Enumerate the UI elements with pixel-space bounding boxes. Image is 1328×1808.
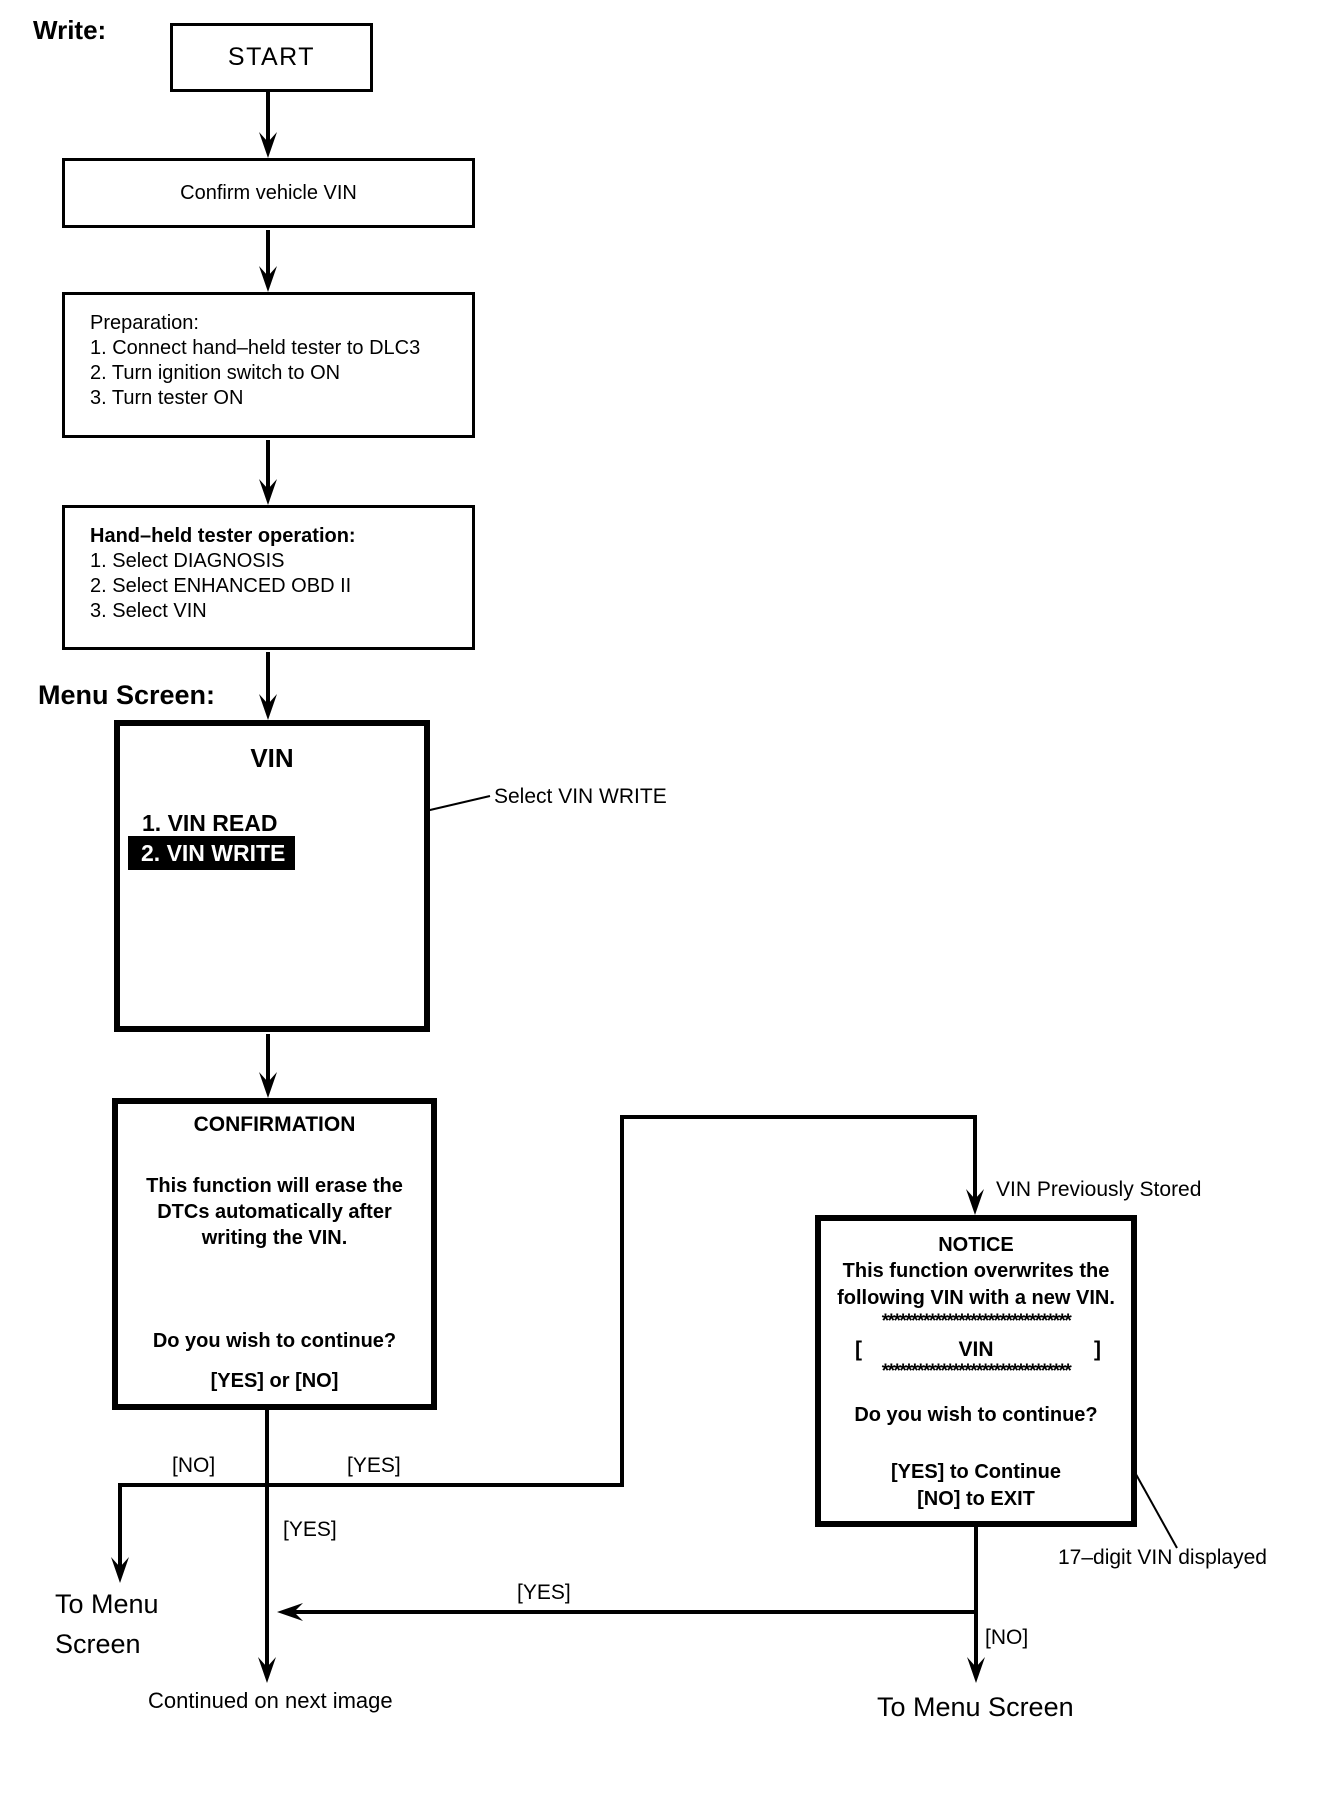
notice-yes-option: [YES] to Continue <box>891 1461 1061 1483</box>
notice-screen: NOTICE This function overwrites the foll… <box>815 1215 1137 1527</box>
notice-body-line: This function overwrites the <box>842 1260 1110 1282</box>
confirmation-options: [YES] or [NO] <box>210 1370 339 1392</box>
confirmation-screen: CONFIRMATION This function will erase th… <box>112 1098 437 1410</box>
menu-screen-section-label: Menu Screen: <box>38 680 216 710</box>
preparation-step: 3. Turn tester ON <box>90 387 244 409</box>
vin-bracket-open: [ <box>855 1338 862 1361</box>
edge-preparation-to-tester <box>259 440 277 505</box>
edge-label-no-right: [NO] <box>985 1626 1029 1649</box>
menu-item-vin-read: 1. VIN READ <box>142 810 278 836</box>
vin-menu-screen: VIN 1. VIN READ 2. VIN WRITE <box>114 720 430 1032</box>
arrow-down-icon <box>258 1657 276 1683</box>
vin-bracket-close: ] <box>1094 1338 1101 1361</box>
to-menu-screen-right-label: To Menu Screen <box>877 1692 1074 1722</box>
notice-no-option: [NO] to EXIT <box>917 1488 1035 1510</box>
tester-operation-title: Hand–held tester operation: <box>90 525 356 547</box>
confirmation-body-line: DTCs automatically after <box>157 1201 392 1223</box>
to-menu-screen-left-line1: To Menu <box>55 1589 159 1619</box>
edge-label-no: [NO] <box>172 1454 216 1477</box>
arrow-down-icon <box>259 694 277 720</box>
arrow-left-icon <box>277 1603 303 1621</box>
edge-confirm-to-preparation <box>259 230 277 292</box>
tester-operation-step: 1. Select DIAGNOSIS <box>90 550 285 572</box>
arrow-down-icon <box>111 1557 129 1583</box>
confirmation-title: CONFIRMATION <box>193 1113 356 1136</box>
edge-notice-yes-return <box>277 1603 976 1621</box>
edge-start-to-confirm <box>259 92 277 158</box>
notice-divider-bottom: ******************************** <box>881 1361 1072 1382</box>
confirmation-question: Do you wish to continue? <box>152 1330 397 1352</box>
confirmation-body-line: This function will erase the <box>146 1175 403 1197</box>
edge-label-yes-center: [YES] <box>283 1518 337 1541</box>
select-vin-write-annotation: Select VIN WRITE <box>494 785 667 808</box>
confirmation-body-line: writing the VIN. <box>201 1227 348 1249</box>
preparation-step: 1. Connect hand–held tester to DLC3 <box>90 337 421 359</box>
preparation-node: Preparation: 1. Connect hand–held tester… <box>62 292 475 438</box>
edge-notice-no-exit <box>967 1527 985 1683</box>
arrow-down-icon <box>259 132 277 158</box>
arrow-down-icon <box>259 479 277 505</box>
write-section-label: Write: <box>33 15 107 45</box>
arrow-down-icon <box>966 1189 984 1215</box>
notice-body-line: following VIN with a new VIN. <box>837 1287 1115 1309</box>
preparation-step: 2. Turn ignition switch to ON <box>90 362 341 384</box>
tester-operation-step: 3. Select VIN <box>90 600 207 622</box>
edge-label-yes: [YES] <box>347 1454 401 1477</box>
tester-operation-node: Hand–held tester operation: 1. Select DI… <box>62 505 475 650</box>
start-label: START <box>227 43 316 71</box>
confirm-vin-label: Confirm vehicle VIN <box>180 181 357 204</box>
edge-tester-to-menu <box>259 652 277 720</box>
vin-menu-title: VIN <box>250 743 294 773</box>
notice-question: Do you wish to continue? <box>854 1404 1098 1426</box>
confirm-vin-node: Confirm vehicle VIN <box>62 158 475 228</box>
to-menu-screen-left-line2: Screen <box>55 1629 141 1659</box>
edge-label-yes-return: [YES] <box>517 1581 571 1604</box>
vin-previously-stored-annotation: VIN Previously Stored <box>996 1178 1202 1201</box>
edge-no-branch-left <box>111 1483 129 1583</box>
continued-on-next-image-label: Continued on next image <box>148 1688 393 1713</box>
start-node: START <box>170 23 373 92</box>
arrow-down-icon <box>967 1657 985 1683</box>
notice-divider-top: ******************************** <box>881 1311 1072 1332</box>
edge-menu-to-confirmation <box>259 1034 277 1098</box>
notice-vin-row: [ VIN ] <box>821 1338 1131 1364</box>
notice-title: NOTICE <box>938 1234 1014 1256</box>
edge-confirmation-exit <box>258 1408 276 1683</box>
preparation-title: Preparation: <box>90 312 199 334</box>
seventeen-digit-vin-annotation: 17–digit VIN displayed <box>1058 1546 1267 1569</box>
tester-operation-step: 2. Select ENHANCED OBD II <box>90 575 352 597</box>
arrow-down-icon <box>259 1072 277 1098</box>
menu-item-vin-write-selected: 2. VIN WRITE <box>128 836 295 870</box>
vin-placeholder: VIN <box>958 1338 994 1361</box>
arrow-down-icon <box>259 266 277 292</box>
